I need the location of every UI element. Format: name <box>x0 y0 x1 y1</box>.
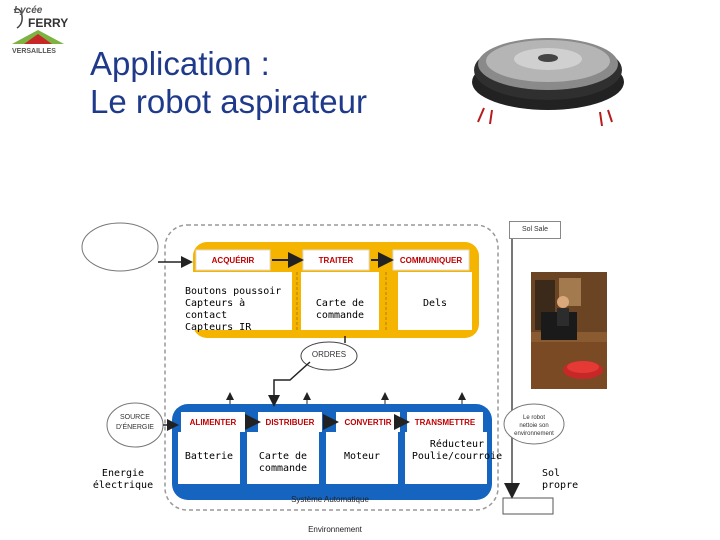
acquerir-components: Boutons poussoir Capteurs à contact Capt… <box>185 286 282 333</box>
transmettre-panel <box>405 432 487 484</box>
communiquer-label: COMMUNIQUER <box>399 256 463 265</box>
distribuer-panel <box>247 432 319 484</box>
alimenter-panel <box>178 432 240 484</box>
traiter-panel <box>301 272 379 330</box>
acquerir-label: ACQUÉRIR <box>211 256 255 265</box>
traiter-label: TRAITER <box>318 256 354 265</box>
convertir-components: Moteur <box>343 451 381 462</box>
logo-city-text: VERSAILLES <box>12 48 56 55</box>
ordres-ellipse <box>300 341 358 371</box>
convertir-panel <box>326 432 398 484</box>
transmettre-header <box>407 412 483 432</box>
alimenter-label: ALIMENTER <box>189 418 237 427</box>
environnement-label: Environnement <box>308 525 362 534</box>
school-logo: Lycée FERRY VERSAILLES <box>8 4 68 60</box>
system-boundary <box>164 224 499 511</box>
sol-sale-box: Sol Sale <box>509 221 561 239</box>
robot-nettoie-ellipse <box>503 403 565 445</box>
distribuer-components: Carte de commande <box>258 451 308 474</box>
convertir-header <box>336 412 400 432</box>
convertir-label: CONVERTIR <box>344 418 392 427</box>
alimenter-header <box>181 412 245 432</box>
distribuer-label: DISTRIBUER <box>265 418 315 427</box>
systeme-automatique-label: Système Automatique <box>291 495 369 504</box>
acquerir-header <box>195 249 271 271</box>
energie-electrique-label: Energie électrique <box>92 468 154 491</box>
logo-name-text: FERRY <box>28 16 69 30</box>
communiquer-panel <box>398 272 472 330</box>
logo-script-text: Lycée <box>14 5 43 16</box>
info-input-ellipse <box>81 222 159 272</box>
sol-sale-label: Sol Sale <box>521 226 549 233</box>
alimenter-components: Batterie <box>184 451 234 462</box>
room-photo <box>531 272 607 389</box>
transmettre-components: Réducteur Poulie/courroie <box>411 439 503 462</box>
sol-propre-label: Sol propre <box>542 468 579 491</box>
title-line-2: Le robot aspirateur <box>90 83 368 120</box>
ordres-label: ORDRES <box>311 350 347 359</box>
acquerir-panel <box>180 272 292 330</box>
communiquer-components: Dels <box>422 298 448 309</box>
traiter-components: Carte de commande <box>315 298 365 321</box>
title-line-1: Application : <box>90 45 270 82</box>
page-title: Application : Le robot aspirateur <box>90 45 367 121</box>
transmettre-label: TRANSMETTRE <box>414 418 476 427</box>
distribuer-header <box>258 412 322 432</box>
robot-nettoie-label: Le robot nettoie son environnement <box>514 415 554 437</box>
source-energie-label: SOURCE D'ÉNERGIE <box>116 414 154 431</box>
robot-vacuum-image <box>468 18 628 130</box>
sol-propre-box <box>502 497 554 515</box>
